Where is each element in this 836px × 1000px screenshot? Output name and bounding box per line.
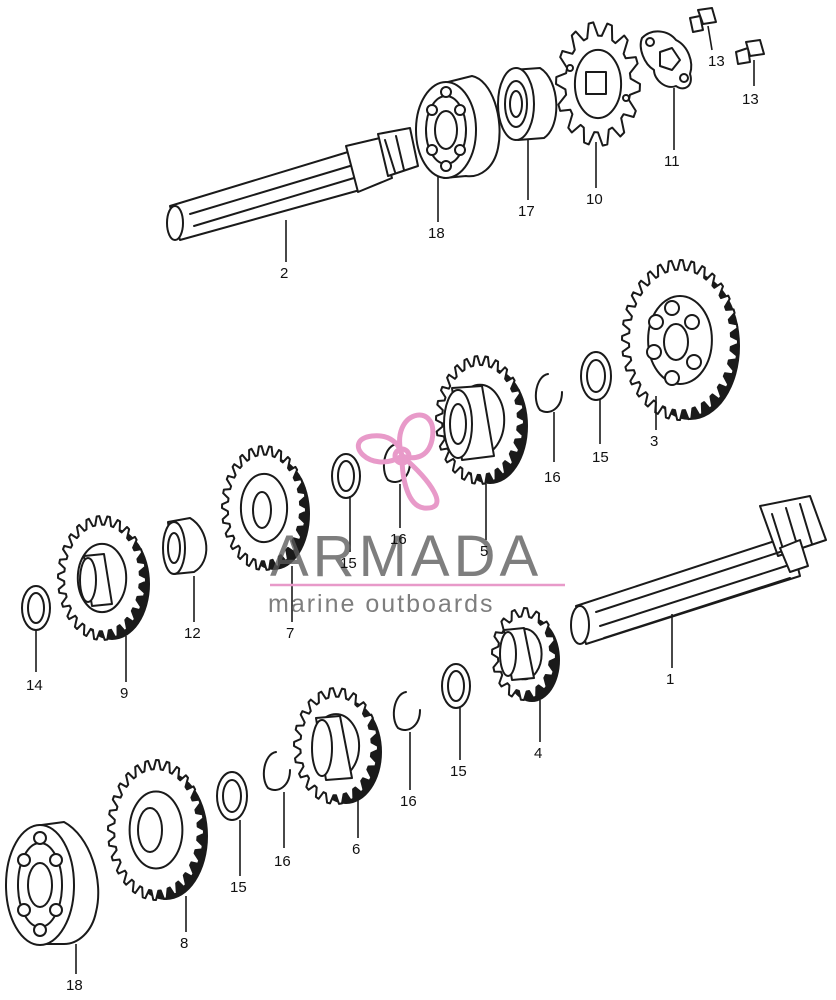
callout-label: 10	[586, 191, 603, 208]
gear-hub-outline	[647, 295, 713, 385]
callout-label: 14	[26, 677, 43, 694]
washer-14	[21, 585, 51, 631]
callout-label: 15	[592, 449, 609, 466]
bushing-12	[162, 517, 208, 575]
callout-label: 2	[280, 265, 288, 282]
callout-label: 15	[230, 879, 247, 896]
callout-label: 12	[184, 625, 201, 642]
callout-label: 9	[120, 685, 128, 702]
sprocket-10	[555, 21, 641, 147]
callout-label: 16	[390, 531, 407, 548]
callout-label: 1	[666, 671, 674, 688]
callout-label: 16	[400, 793, 417, 810]
callout-label: 13	[708, 53, 725, 70]
thrust-washer-15-b	[580, 351, 612, 401]
circlip-16-d	[262, 751, 291, 791]
callout-label: 11	[664, 153, 680, 170]
bolt-13-a	[689, 7, 717, 33]
callout-label: 17	[518, 203, 535, 220]
thrust-washer-15-c	[441, 663, 471, 709]
callout-label: 15	[450, 763, 467, 780]
propeller-logo-icon	[355, 412, 440, 511]
callout-label: 8	[180, 935, 188, 952]
circlip-16-b	[534, 373, 563, 413]
gear-4	[491, 607, 560, 702]
callout-label: 4	[534, 745, 542, 762]
callout-label: 3	[650, 433, 658, 450]
callout-label: 7	[286, 625, 294, 642]
bolt-13-b	[735, 39, 765, 65]
callout-label: 15	[340, 555, 357, 572]
circlip-16-a	[382, 443, 411, 483]
circlip-16-c	[392, 691, 421, 731]
mainshaft-1	[570, 495, 827, 645]
bearing-18-upper	[415, 75, 501, 179]
gear-9	[57, 515, 150, 641]
callout-label: 16	[274, 853, 291, 870]
thrust-washer-15-d	[216, 771, 248, 821]
gear-8	[107, 759, 208, 901]
leader-lines	[35, 25, 755, 974]
gear-hub-outline	[573, 48, 623, 120]
thrust-washer-15-a	[331, 453, 361, 499]
gear-3	[621, 259, 740, 421]
watermark-tagline: marine outboards	[268, 590, 495, 618]
bearing-18-lower	[5, 821, 100, 946]
callout-label: 6	[352, 841, 360, 858]
callout-label: 5	[480, 543, 488, 560]
callout-label: 18	[428, 225, 445, 242]
callout-labels: 1 2 3 4 5 6 7 8 9 10 11 12 13 13 14 15 1…	[26, 53, 759, 994]
gear-hub-outline	[128, 790, 184, 870]
gear-5	[435, 355, 528, 485]
oil-seal-17	[497, 67, 558, 141]
lock-plate-11	[639, 30, 693, 90]
callout-label: 13	[742, 91, 759, 108]
gear-6	[293, 687, 382, 805]
gear-7	[221, 445, 310, 571]
gear-hub-outline	[239, 472, 289, 544]
watermark: ARMADA marine outboards	[268, 412, 565, 618]
callout-label: 16	[544, 469, 561, 486]
gear-hub-outline	[76, 542, 128, 614]
callout-label: 18	[66, 977, 83, 994]
watermark-brand: ARMADA	[270, 524, 542, 589]
countershaft-2	[166, 127, 419, 241]
